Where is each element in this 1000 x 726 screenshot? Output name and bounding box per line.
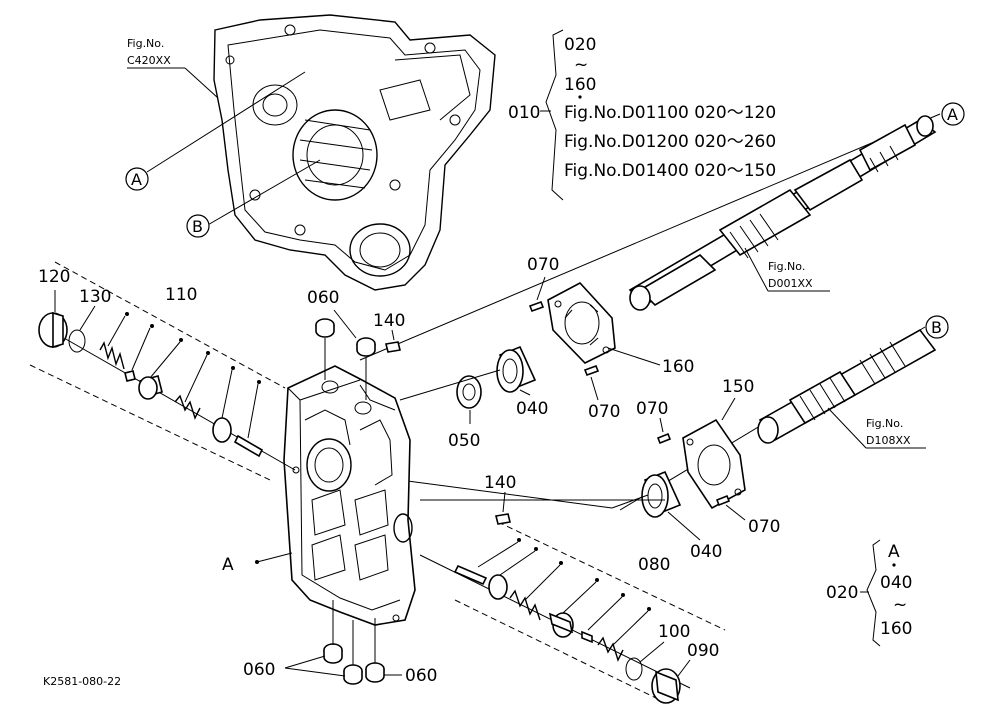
callout-090: 090	[687, 641, 719, 661]
callout-110: 110	[165, 285, 197, 305]
callout-070-mid: 070	[588, 402, 620, 422]
callout-070-right: 070	[636, 399, 668, 419]
range-end: 160	[564, 75, 596, 95]
body-label-a: A	[222, 555, 234, 575]
callout-070-right2: 070	[748, 517, 780, 537]
figure-code: K2581-080-22	[43, 675, 121, 688]
bracket-mid: 040	[880, 573, 912, 593]
callout-060-bottom-right: 060	[405, 666, 437, 686]
plug-060-bottom	[323, 643, 385, 685]
bearing-040-bottom	[641, 470, 682, 518]
bracket-020: 020 A 040 ~ 160	[826, 539, 912, 647]
range-tilde: ~	[574, 55, 588, 75]
bracket-row-1: Fig.No.D01100 020～120	[564, 103, 776, 123]
ref-fig-shaft-a-code: D001XX	[768, 277, 813, 290]
bracket-row-3: Fig.No.D01400 020～150	[564, 161, 776, 181]
callout-140-bottom: 140	[484, 473, 516, 493]
ref-fig-top-prefix: Fig.No.	[127, 37, 164, 50]
callout-140-top: 140	[373, 311, 405, 331]
plate-150	[682, 418, 746, 510]
valve-body	[283, 365, 416, 626]
ref-circle-a-left	[125, 167, 149, 191]
ref-circle-b-left	[186, 214, 210, 238]
callout-150: 150	[722, 377, 754, 397]
bracket-tilde: ~	[893, 595, 907, 615]
shaft-a	[359, 113, 941, 361]
callout-160: 160	[662, 357, 694, 377]
ref-circle-b-right	[925, 315, 949, 339]
callout-070-top: 070	[527, 255, 559, 275]
callout-130: 130	[79, 287, 111, 307]
valve-assembly-080	[419, 521, 726, 704]
plate-160	[547, 282, 616, 364]
ref-fig-top-code: C420XX	[127, 54, 171, 67]
ref-fig-shaft-a-prefix: Fig.No.	[768, 260, 805, 273]
ref-circle-a-right-label: A	[947, 105, 958, 124]
callout-060-bottom-left: 060	[243, 660, 275, 680]
plug-060-top	[315, 318, 376, 357]
callout-080: 080	[638, 555, 670, 575]
shaft-b	[619, 326, 937, 511]
callout-010: 010	[508, 103, 540, 123]
transmission-case	[213, 14, 496, 291]
callout-020: 020	[826, 583, 858, 603]
ref-fig-shaft-b-code: D108XX	[866, 434, 911, 447]
ref-circle-b-left-label: B	[192, 217, 203, 236]
bracket-010: 010 020 ~ 160 Fig.No.D01100 020～120 Fig.…	[508, 29, 776, 201]
callout-040-bottom: 040	[690, 542, 722, 562]
seal-050	[456, 375, 482, 409]
callout-100: 100	[658, 622, 690, 642]
ref-circle-a-right	[941, 102, 965, 126]
valve-assembly-110	[29, 261, 296, 481]
bearing-040-top	[496, 345, 537, 393]
callout-050: 050	[448, 431, 480, 451]
ref-circle-a-left-label: A	[131, 170, 142, 189]
callout-120: 120	[38, 267, 70, 287]
range-start: 020	[564, 35, 596, 55]
callout-060-top: 060	[307, 288, 339, 308]
bracket-first: A	[888, 542, 900, 562]
ref-fig-shaft-b-prefix: Fig.No.	[866, 417, 903, 430]
ref-circle-b-right-label: B	[931, 318, 942, 337]
bracket-row-2: Fig.No.D01200 020～260	[564, 132, 776, 152]
callout-040-top: 040	[516, 399, 548, 419]
bracket-last: 160	[880, 619, 912, 639]
